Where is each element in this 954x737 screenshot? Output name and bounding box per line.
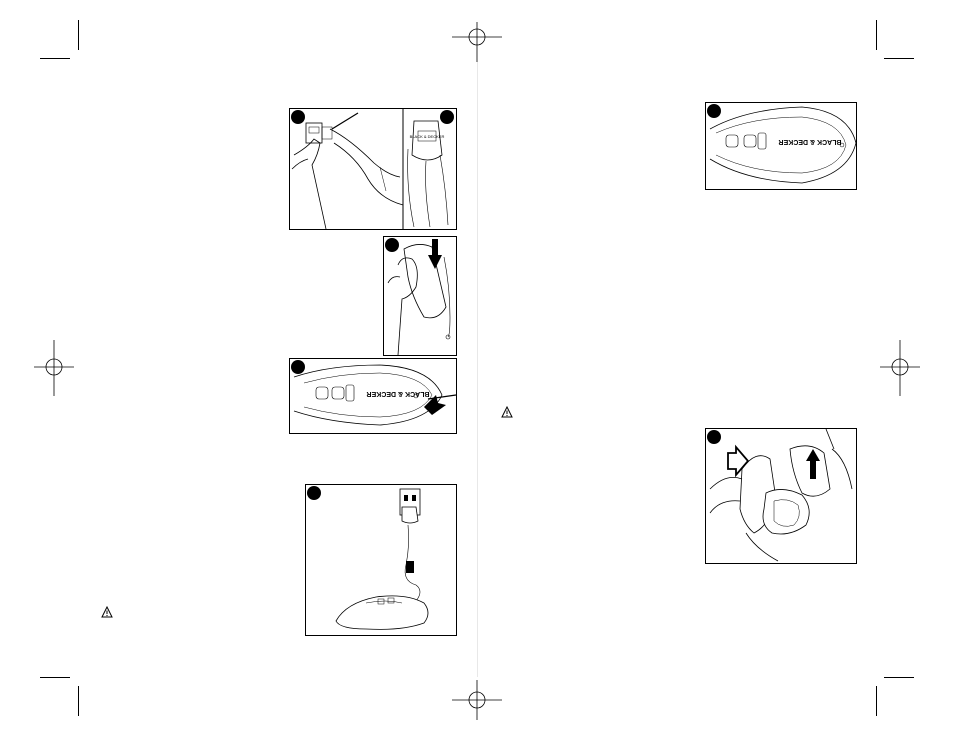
vacuum-left-brand: BLACK & DECKER [367,390,430,397]
registration-mark-icon [452,680,502,720]
figure-number-badge [385,238,399,252]
figure-number-badge [707,104,721,118]
figure-number-badge [291,360,305,374]
fold-line [477,62,478,677]
vacuum-right-illustration: BLACK & DECKER [706,103,856,189]
figure-bowl-removal [705,428,857,564]
bowl-removal-illustration [706,429,856,563]
charge-stand-illustration [384,237,456,355]
figure-charge-stand [383,236,457,356]
registration-mark-icon [34,340,74,396]
registration-mark-icon [452,22,502,62]
charger-cord-illustration [306,485,456,635]
wall-mount-illustration: BLACK & DECKER [290,109,456,229]
warning-triangle-icon [501,406,513,418]
figure-charger-cord [305,484,457,636]
wall-mount-brand: BLACK & DECKER [410,134,445,139]
vacuum-right-brand: BLACK & DECKER [779,138,842,145]
figure-number-badge [291,110,305,124]
figure-number-badge [307,486,321,500]
vacuum-left-illustration: BLACK & DECKER [290,359,456,433]
figure-vacuum-right: BLACK & DECKER [705,102,857,190]
figure-wall-mount: BLACK & DECKER [289,108,457,230]
warning-triangle-icon [101,606,113,618]
figure-vacuum-left: BLACK & DECKER [289,358,457,434]
registration-mark-icon [880,340,920,396]
figure-number-badge [707,430,721,444]
figure-number-badge [440,110,454,124]
